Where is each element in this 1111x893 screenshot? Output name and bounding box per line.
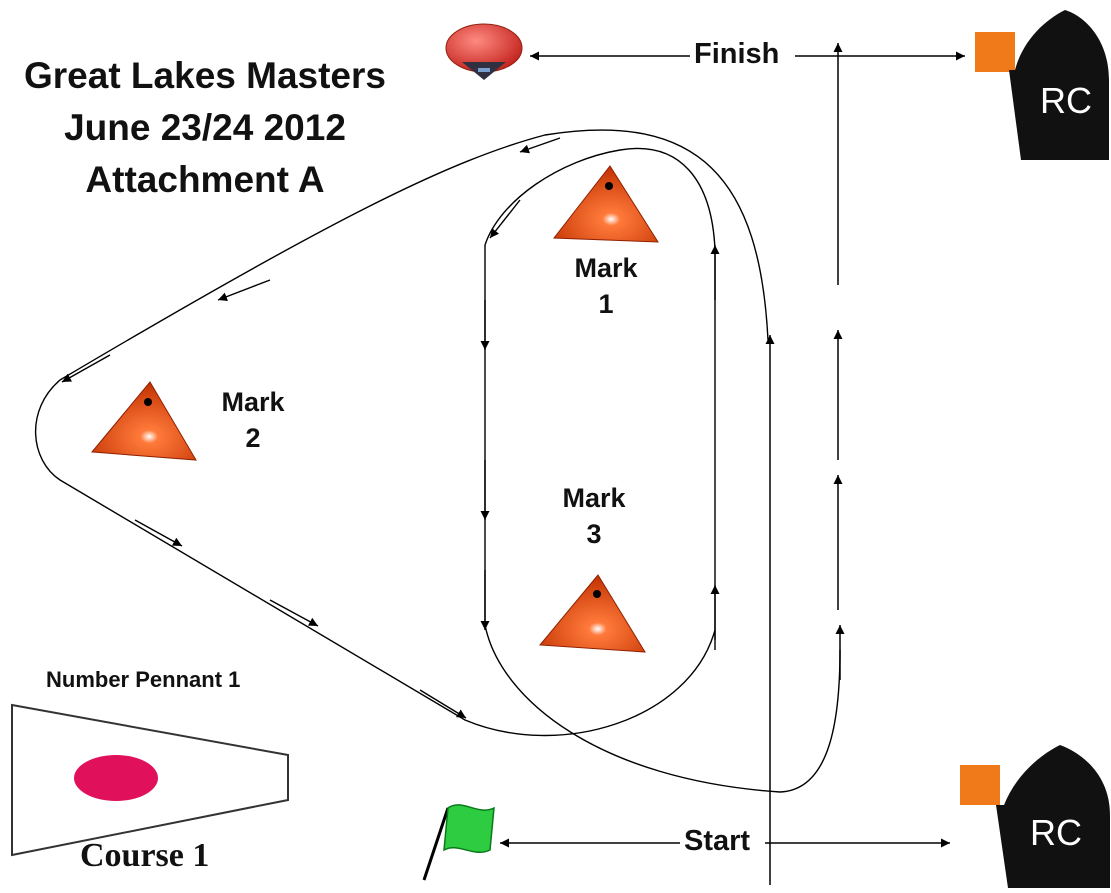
title-line-1: Great Lakes Masters <box>24 55 386 96</box>
pennant-caption: Course 1 <box>80 837 210 874</box>
start-label: Start <box>684 825 751 858</box>
mark-2-label: Mark 2 <box>203 384 303 456</box>
mark-1-label: Mark 1 <box>556 250 656 322</box>
committee-boat-icon <box>975 10 1109 160</box>
mark-1-label-word: Mark <box>574 253 638 283</box>
inner-path-arrows <box>480 199 720 640</box>
rc-label-finish: RC <box>1040 80 1092 121</box>
start-flag-icon <box>422 804 495 881</box>
mark-2-buoy-icon <box>90 381 197 461</box>
pennant-flag-icon <box>11 703 289 857</box>
mark-3-label-number: 3 <box>586 519 602 549</box>
committee-boat-icon <box>960 745 1110 888</box>
mark-3-buoy-icon <box>538 574 646 653</box>
course-path-inner <box>484 147 841 793</box>
finish-approach <box>833 43 845 680</box>
finish-label: Finish <box>694 38 780 71</box>
mark-1-label-number: 1 <box>598 289 614 319</box>
diagram-title: Great Lakes Masters June 23/24 2012 Atta… <box>0 50 420 206</box>
title-line-2: June 23/24 2012 <box>64 107 346 148</box>
mark-2-label-word: Mark <box>221 387 285 417</box>
mark-3-label: Mark 3 <box>544 480 644 552</box>
outer-path-arrows <box>61 137 561 719</box>
finish-buoy-icon <box>445 23 523 80</box>
mark-1-buoy-icon <box>553 165 659 243</box>
course-path-outer <box>34 129 769 737</box>
mark-3-label-word: Mark <box>562 483 626 513</box>
mark-2-label-number: 2 <box>245 423 261 453</box>
rc-label-start: RC <box>1030 812 1082 853</box>
pennant-title: Number Pennant 1 <box>46 667 241 692</box>
title-line-3: Attachment A <box>85 159 325 200</box>
